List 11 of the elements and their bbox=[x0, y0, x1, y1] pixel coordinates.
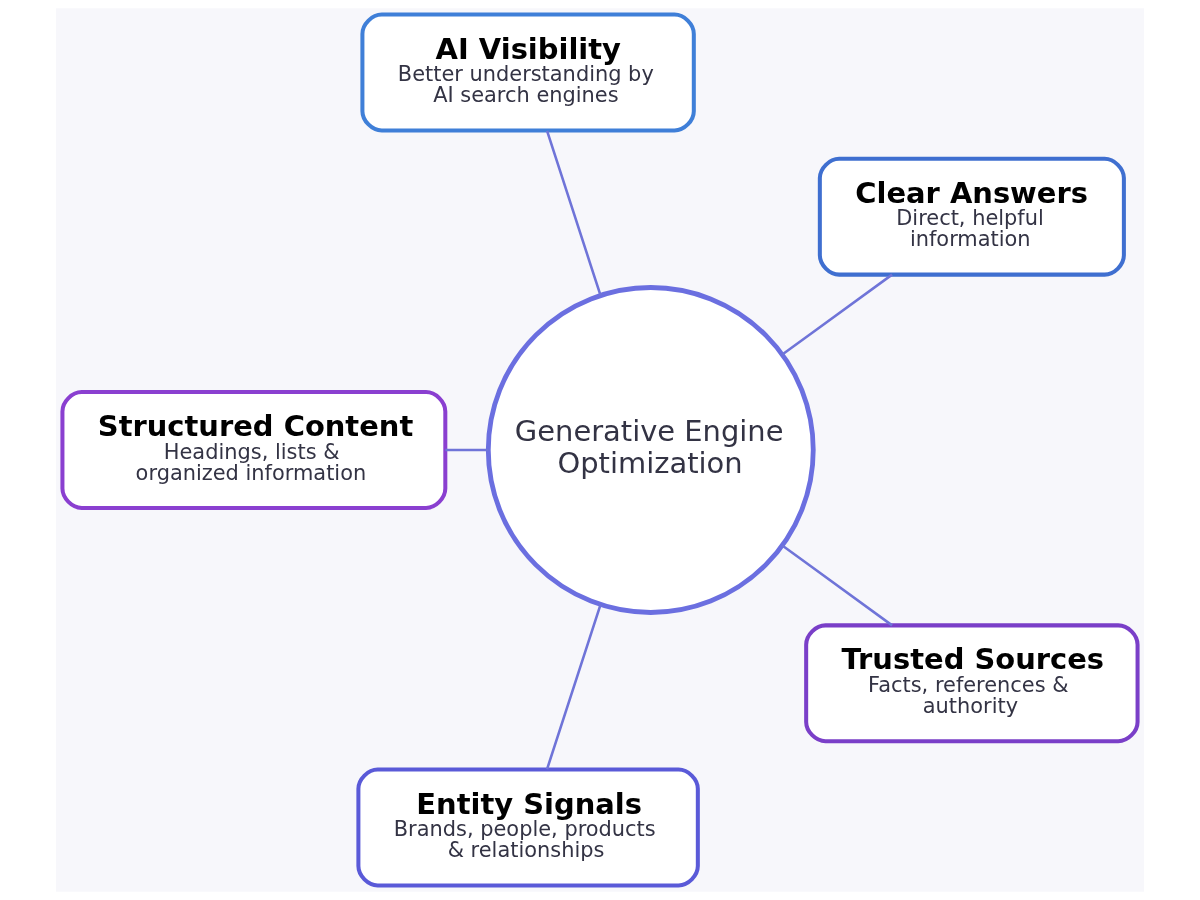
connector bbox=[545, 604, 602, 770]
node-box: AI Visibility Better understanding by AI search engines bbox=[360, 12, 696, 133]
connector bbox=[445, 448, 489, 452]
node-box: Structured Content Headings, lists & organized information bbox=[60, 390, 448, 510]
connector bbox=[781, 544, 893, 627]
connector bbox=[545, 130, 602, 296]
node-box: Entity Signals Brands, people, products & relationships bbox=[356, 767, 700, 888]
node-box: Trusted Sources Facts, references & authority bbox=[804, 623, 1140, 744]
node-box: Clear Answers Direct, helpful information bbox=[817, 156, 1126, 277]
node-circle: Generative Engine Optimization bbox=[485, 285, 816, 615]
connector bbox=[781, 273, 893, 356]
